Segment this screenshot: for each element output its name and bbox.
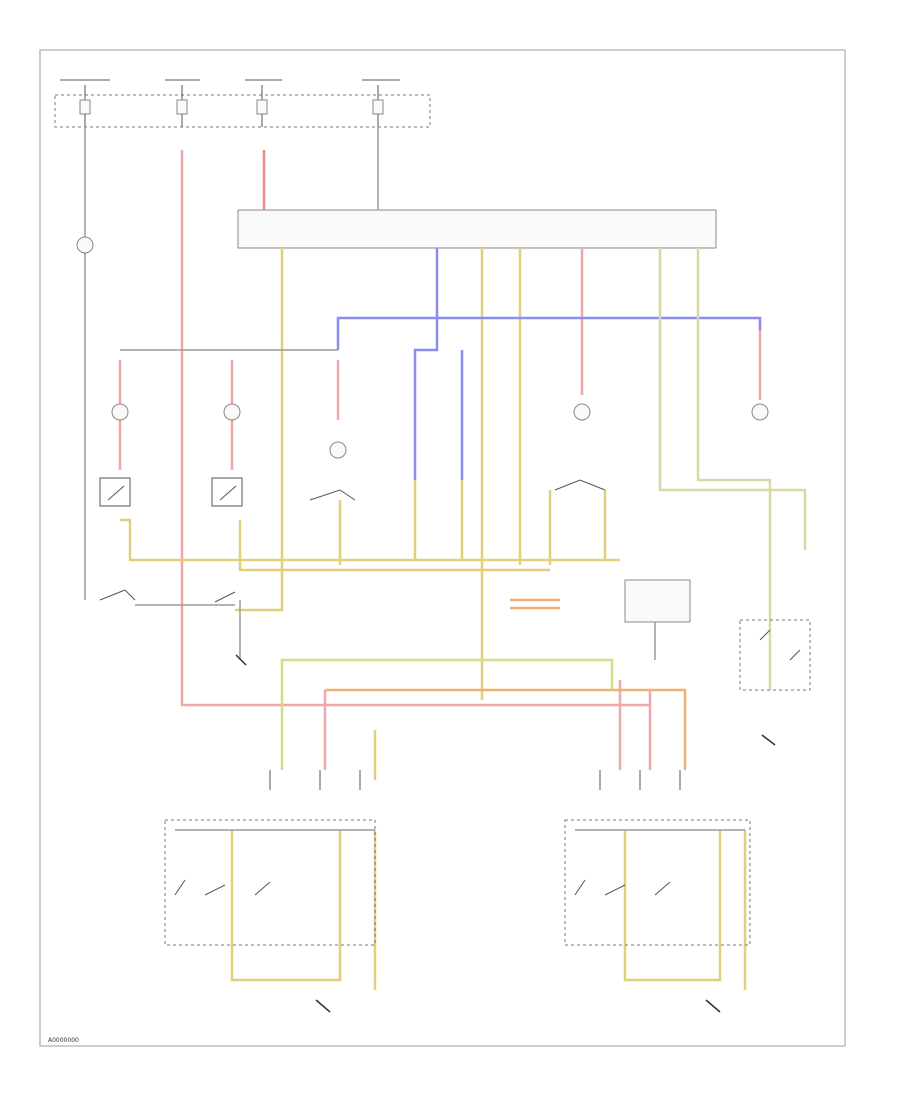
wire-yellow [120, 248, 747, 990]
lower-left-module [164, 819, 376, 946]
switch-icon [99, 477, 811, 691]
ground-icon [235, 654, 776, 1013]
lower-right-module [564, 819, 751, 946]
module-box [624, 579, 691, 623]
wire-green [280, 248, 807, 770]
connector-stubs [269, 770, 681, 790]
diagram-frame [39, 49, 846, 1047]
wire-grey [84, 127, 745, 831]
fuse-panel [54, 79, 431, 128]
control-module [237, 209, 717, 249]
wire-orange [325, 598, 687, 770]
footer-code: A0000000 [48, 1037, 79, 1044]
bulb-icon [76, 236, 769, 459]
wire-blue [336, 248, 762, 480]
